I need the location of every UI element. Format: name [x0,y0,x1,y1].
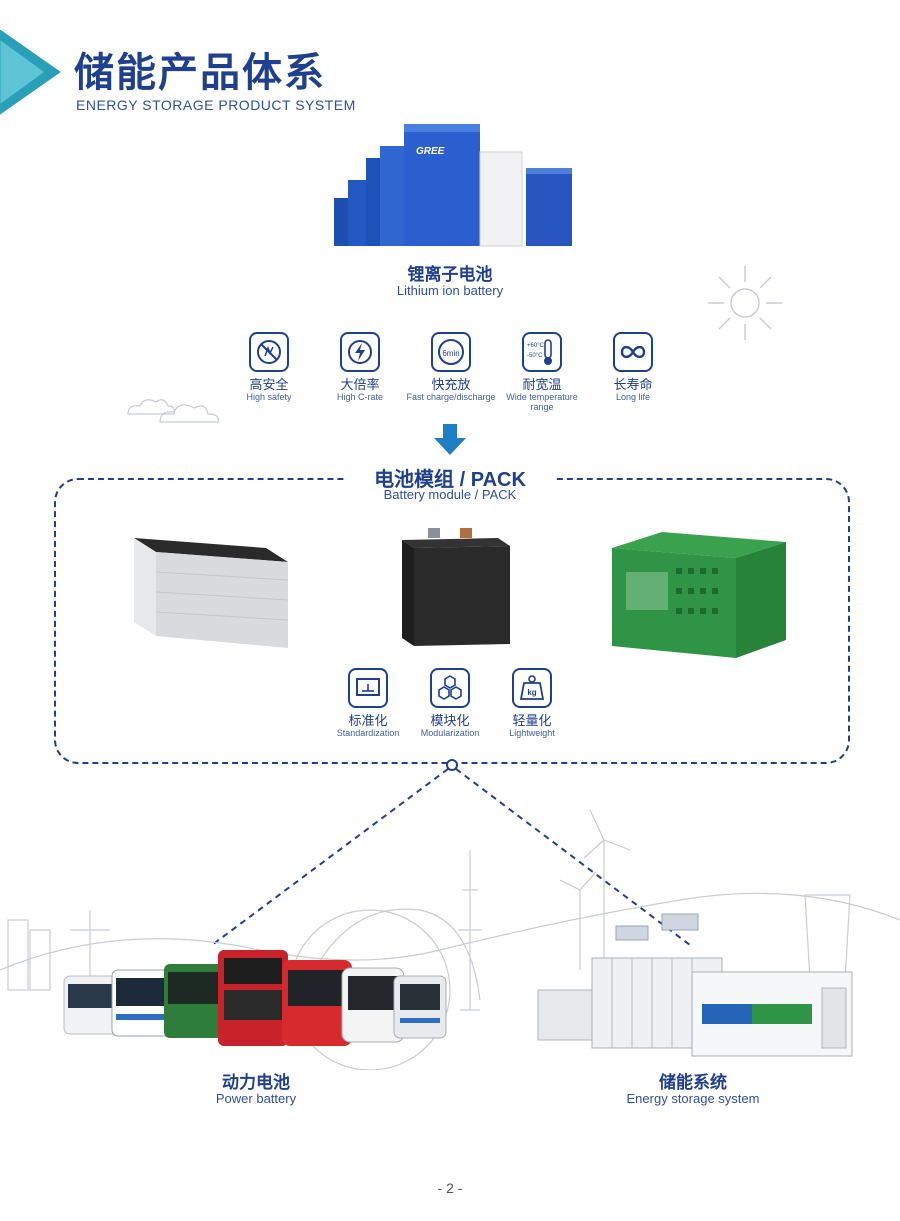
header-triangle-decoration [0,30,61,115]
feature-label-en: Lightweight [509,728,555,738]
infinity-icon [613,332,653,372]
feature-lightweight: kg 轻量化 Lightweight [485,668,579,738]
lightning-icon [340,332,380,372]
clock-badge-text: 6min [442,349,459,358]
feature-long-life: 长寿命 Long life [586,332,680,402]
feature-label-en: Fast charge/discharge [406,392,496,402]
hexagon-icon [430,668,470,708]
feature-high-c-rate: 大倍率 High C-rate [313,332,407,402]
energy-storage-containers-image [537,913,853,1057]
feature-label-cn: 耐宽温 [522,377,562,392]
down-arrow-icon [434,424,466,455]
feature-label-cn: 高安全 [249,377,289,392]
feature-label-en: Wide temperature range [506,392,578,412]
page-title: 储能产品体系 [74,51,326,95]
feature-wide-temperature: +60°C -50°C 耐宽温 Wide temperature range [495,332,589,412]
power-battery-subtitle: Power battery [215,1091,297,1106]
brand-logo: GREE [416,146,445,157]
storage-system-subtitle: Energy storage system [626,1091,760,1106]
buses-image [63,950,447,1046]
weight-badge-text: kg [527,688,536,697]
pack-module-gray-image [134,538,289,648]
feature-label-en: Long life [615,392,651,402]
temp-low-text: -50°C [527,353,543,359]
lithium-cells-image: GREE [334,124,572,247]
temp-high-text: +60°C [527,343,545,349]
page-number: - 2 - [437,1180,463,1196]
feature-label-cn: 长寿命 [613,377,653,392]
page-subtitle: ENERGY STORAGE PRODUCT SYSTEM [76,97,356,113]
feature-label-cn: 标准化 [348,713,388,728]
feature-label-cn: 模块化 [430,713,470,728]
feature-label-en: High C-rate [336,392,383,402]
cloud-sketch-icon [127,399,219,423]
feature-label-en: High safety [246,392,292,402]
thermometer-icon: +60°C -50°C [522,332,562,372]
pack-title: 电池模组 / PACK [374,469,526,491]
pack-module-green-image [612,532,786,658]
feature-label-cn: 快充放 [431,377,471,392]
feature-label-en: Standardization [336,728,400,738]
pack-subtitle: Battery module / PACK [383,487,517,502]
feature-high-safety: 高安全 High safety [222,332,316,402]
connector-lines [211,759,691,946]
clock-icon: 6min [431,332,471,372]
feature-standardization: 标准化 Standardization [321,668,415,738]
feature-label-cn: 大倍率 [340,377,380,392]
feature-label-cn: 轻量化 [512,713,552,728]
safety-icon [249,332,289,372]
storage-system-title: 储能系统 [659,1073,727,1092]
cell-subtitle: Lithium ion battery [396,283,504,298]
feature-label-en: Modularization [420,728,480,738]
weight-icon: kg [512,668,552,708]
feature-modularization: 模块化 Modularization [403,668,497,738]
pack-title-plate [345,462,555,502]
sun-sketch-icon [708,266,782,340]
power-battery-title: 动力电池 [222,1073,290,1092]
cell-title: 锂离子电池 [407,265,493,284]
pack-module-black-image [402,528,510,646]
feature-fast-charge: 6min 快充放 Fast charge/discharge [404,332,498,402]
standard-icon [348,668,388,708]
